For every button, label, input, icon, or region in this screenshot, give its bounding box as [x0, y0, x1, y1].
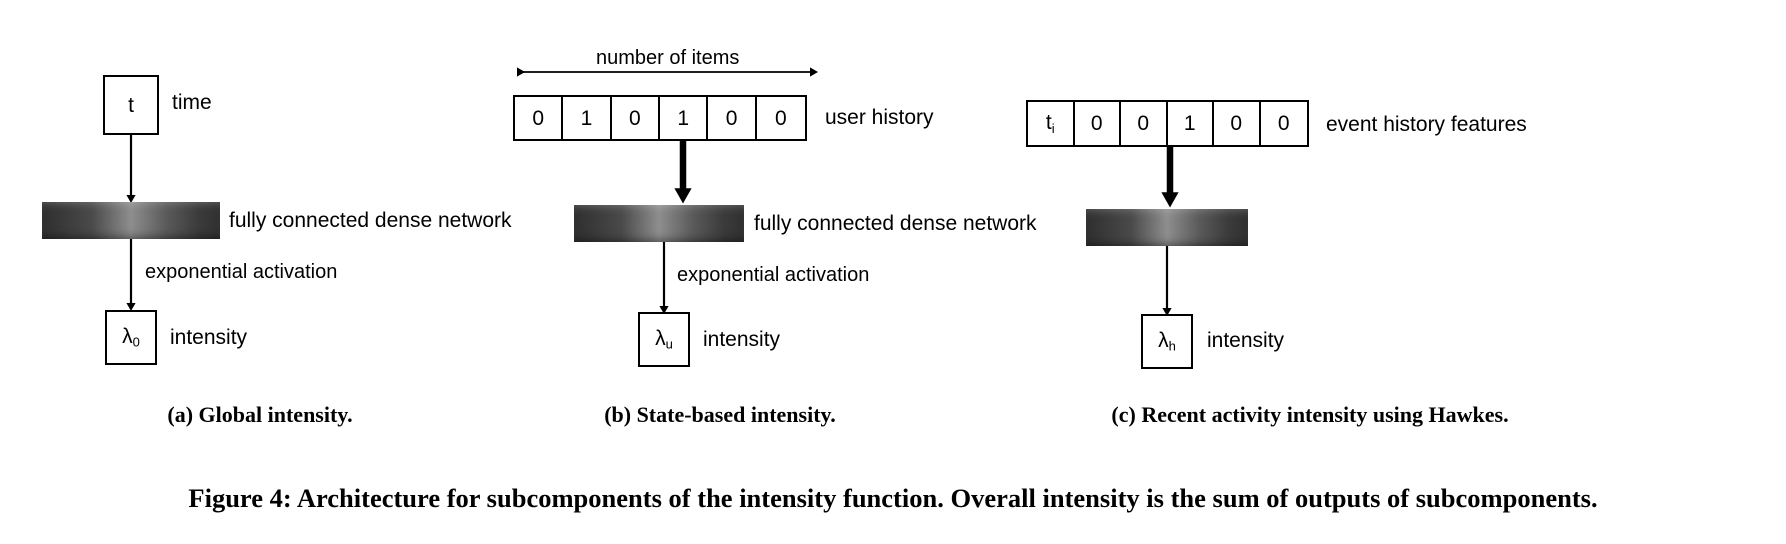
- vector-cell: 1: [563, 97, 612, 139]
- dense-network-bar: [42, 202, 220, 239]
- vector-cell: 1: [660, 97, 709, 139]
- subcaption-c: (c) Recent activity intensity using Hawk…: [1111, 402, 1509, 427]
- vector-cell: 0: [1121, 102, 1168, 145]
- input-box-time-symbol: t: [128, 93, 134, 117]
- vector-cell: 0: [612, 97, 661, 139]
- dense-network-label: fully connected dense network: [229, 209, 512, 232]
- dimension-label: number of items: [596, 47, 740, 69]
- output-box-intensity: λu: [638, 312, 690, 367]
- event-history-vector: ti 0 0 1 0 0: [1026, 100, 1309, 147]
- output-box-intensity-symbol: λ0: [122, 325, 140, 350]
- vector-cell: ti: [1028, 102, 1075, 145]
- event-history-label: event history features: [1326, 113, 1527, 136]
- panel-state-based-intensity: number of items 0 1 0 1 0 0 user history…: [470, 0, 1070, 470]
- vector-cell: 0: [775, 106, 787, 130]
- output-box-intensity-symbol: λh: [1158, 329, 1176, 354]
- output-box-intensity-label: intensity: [1207, 329, 1285, 352]
- output-box-intensity-label: intensity: [703, 328, 781, 351]
- user-history-label: user history: [825, 106, 934, 129]
- vector-cell: 1: [1168, 102, 1214, 145]
- vector-cell: 0: [708, 97, 757, 139]
- input-box-time: t: [103, 75, 159, 135]
- panel-b-arrows: [517, 67, 819, 315]
- vector-cell: 0: [515, 97, 564, 139]
- subcaption-a: (a) Global intensity.: [167, 402, 353, 427]
- dense-network-label: fully connected dense network: [754, 212, 1037, 235]
- activation-label: exponential activation: [677, 264, 870, 286]
- output-box-intensity-label: intensity: [170, 326, 248, 349]
- output-box-intensity: λh: [1141, 314, 1193, 369]
- output-box-intensity-symbol: λu: [655, 327, 673, 352]
- vector-cell: 0: [1214, 102, 1261, 145]
- vector-cell: 0: [1277, 112, 1290, 135]
- vector-cell: 0: [1075, 102, 1121, 145]
- subcaption-b: (b) State-based intensity.: [604, 402, 836, 427]
- dense-network-bar: [574, 205, 744, 242]
- user-history-vector: 0 1 0 1 0 0: [513, 95, 807, 141]
- activation-label: exponential activation: [145, 261, 338, 283]
- output-box-intensity: λ0: [105, 310, 157, 365]
- input-box-time-label: time: [172, 91, 212, 114]
- panel-global-intensity: t time fully connected dense network exp…: [0, 0, 540, 470]
- figure-caption: Figure 4: Architecture for subcomponents…: [188, 483, 1598, 513]
- panel-recent-activity-intensity: ti 0 0 1 0 0 event history features λh i…: [1000, 0, 1786, 470]
- dense-network-bar: [1086, 209, 1248, 246]
